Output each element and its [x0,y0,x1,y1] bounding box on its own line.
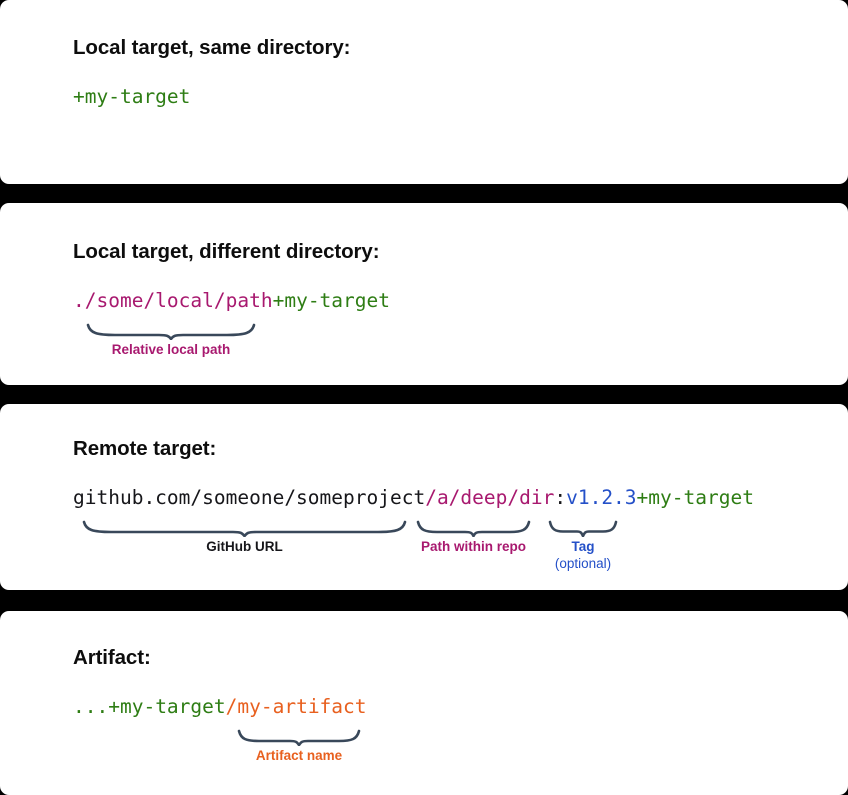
code-token-relative-path: ./some/local/path [73,289,273,312]
panel-divider [0,385,848,404]
annotation-label-text: Relative local path [111,341,231,357]
annotation-label-text: GitHub URL [206,538,283,554]
annotation-path-within-repo: Path within repo [415,520,532,556]
code-token-github-url: github.com/someone/someproject [73,486,426,509]
code-token-target: +my-target [73,85,191,108]
annotation-github-url: GitHub URL [81,520,408,556]
panel-heading: Artifact: [73,646,151,669]
code-token-ellipsis: ... [73,695,109,718]
curly-brace-icon [415,520,532,537]
code-token-repo-path: /a/deep/dir [425,486,555,509]
annotation-label: Path within repo [415,539,532,556]
annotation-label-text: Tag [571,538,595,554]
code-token-artifact: /my-artifact [225,695,367,718]
panel-divider [0,184,848,203]
code-token-colon: : [554,486,567,509]
annotation-sublabel-text: (optional) [554,556,612,572]
code-token-target: +my-target [108,695,226,718]
code-line: github.com/someone/someproject/a/deep/di… [73,488,824,508]
annotation-label: Relative local path [85,342,257,359]
panel-heading: Local target, same directory: [73,36,351,59]
panel-divider [0,590,848,611]
panel-local-different-directory: Local target, different directory: ./som… [0,203,848,385]
panel-heading: Remote target: [73,437,217,460]
curly-brace-icon [547,520,619,537]
code-line: ./some/local/path+my-target [73,291,824,311]
annotation-label-text: Artifact name [255,747,343,763]
code-line: ...+my-target/my-artifact [73,697,824,717]
panel-heading: Local target, different directory: [73,240,380,263]
code-token-target: +my-target [636,486,754,509]
annotation-tag: Tag (optional) [547,520,619,574]
curly-brace-icon [85,323,257,340]
annotation-relative-local-path: Relative local path [85,323,257,359]
annotation-label-text: Path within repo [420,538,526,554]
code-token-target: +my-target [272,289,390,312]
annotation-label: Tag (optional) [547,539,619,574]
curly-brace-icon [81,520,408,537]
code-line: +my-target [73,87,824,107]
panel-local-same-directory: Local target, same directory: +my-target [0,0,848,184]
panel-artifact: Artifact: ...+my-target/my-artifact Arti… [0,611,848,795]
annotation-label: Artifact name [236,748,362,765]
annotation-label: GitHub URL [81,539,408,556]
code-token-tag: v1.2.3 [566,486,637,509]
panel-remote-target: Remote target: github.com/someone/somepr… [0,404,848,590]
curly-brace-icon [236,729,362,746]
annotation-artifact-name: Artifact name [236,729,362,765]
